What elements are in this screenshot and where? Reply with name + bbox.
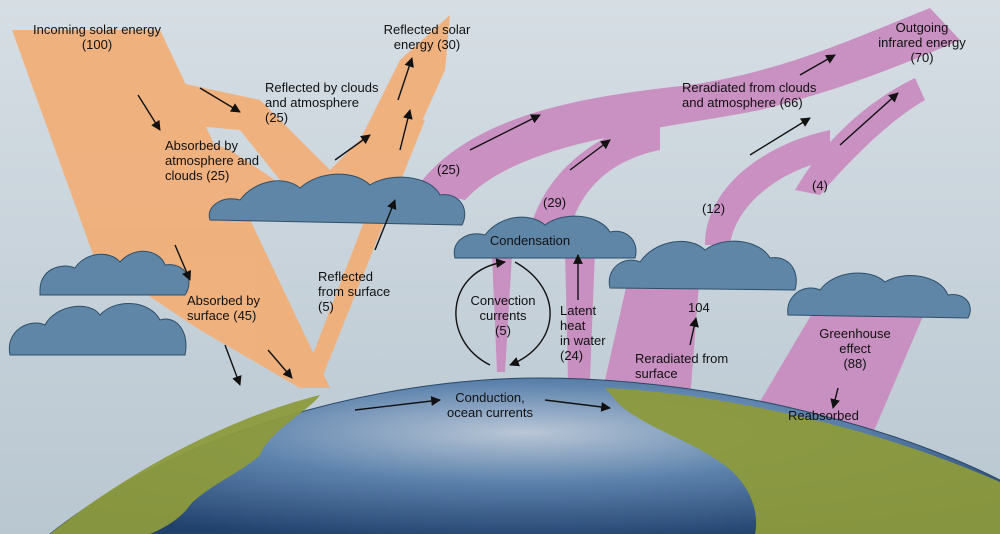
label-greenhouse: Greenhouse effect (88) [819, 326, 891, 371]
arrow-convection-down [509, 261, 551, 367]
label-latent-heat: Latent heat in water (24) [560, 303, 606, 363]
arrow-reradiated-clouds [749, 117, 811, 156]
clouds [8, 173, 971, 356]
cloud-middle [208, 173, 466, 226]
arrow-conduction-1 [354, 396, 441, 411]
label-reflected-surface: Reflected from surface (5) [318, 269, 391, 314]
convection-band [492, 255, 512, 372]
latent-heat-band [565, 250, 595, 380]
arrow-reflected-clouds-1 [199, 87, 241, 113]
cloud-condensation [453, 215, 637, 259]
label-value-25: (25) [437, 162, 461, 177]
arrow-29 [569, 139, 611, 171]
band-12 [705, 130, 830, 245]
label-convection: Convection currents (5) [470, 293, 536, 338]
earth-land-left [50, 395, 320, 534]
band-29 [530, 118, 660, 230]
flow-arrows [137, 54, 899, 412]
label-outgoing-infrared: Outgoing infrared energy (70) [878, 20, 966, 65]
band-4 [795, 78, 925, 195]
reflected-clouds-band [120, 15, 450, 200]
label-absorbed-atmosphere: Absorbed by atmosphere and clouds (25) [165, 138, 259, 183]
reradiated-surface-band [605, 270, 700, 400]
label-reradiated-clouds: Reradiated from clouds and atmosphere (6… [682, 80, 817, 110]
greenhouse-band [755, 300, 930, 440]
arrow-reabsorbed [830, 387, 840, 409]
cloud-right [608, 240, 797, 291]
label-reabsorbed: Reabsorbed [788, 408, 859, 423]
cloud-far-right [787, 272, 971, 319]
label-reflected-solar: Reflected solar energy (30) [383, 22, 471, 52]
arrow-reflected-solar [397, 57, 414, 101]
label-reflected-clouds: Reflected by clouds and atmosphere (25) [265, 80, 379, 125]
arrow-reflected-surface-2 [399, 109, 413, 151]
label-value-29: (29) [543, 195, 567, 210]
arrow-reflected-surface-1 [374, 199, 397, 251]
arrow-104 [689, 317, 699, 346]
arrow-incoming-1 [137, 94, 161, 131]
cloud-left-bottom [8, 303, 187, 356]
incoming-solar-band [12, 30, 330, 388]
arrow-conduction-2 [544, 399, 611, 412]
label-conduction: Conduction, ocean currents [447, 390, 533, 420]
outgoing-infrared-band [415, 8, 960, 200]
arrow-reflected-clouds-2 [334, 134, 371, 161]
label-value-12: (12) [702, 201, 726, 216]
label-incoming-solar: Incoming solar energy (100) [33, 22, 161, 52]
arrow-25 [469, 114, 541, 151]
label-absorbed-surface: Absorbed by surface (45) [187, 293, 260, 323]
arrow-convection-up [455, 258, 506, 366]
earth-land-right [605, 388, 1000, 534]
arrow-incoming-2 [174, 244, 192, 281]
label-condensation: Condensation [489, 233, 571, 248]
infrared-bands [415, 8, 960, 440]
label-value-104: 104 [688, 300, 710, 315]
arrow-outgoing [799, 54, 836, 76]
arrow-incoming-3 [224, 344, 242, 386]
arrow-incoming-4 [267, 349, 293, 379]
label-value-4: (4) [812, 178, 828, 193]
arrow-4 [839, 92, 899, 146]
label-reradiated-surface: Reradiated from surface [635, 351, 729, 381]
